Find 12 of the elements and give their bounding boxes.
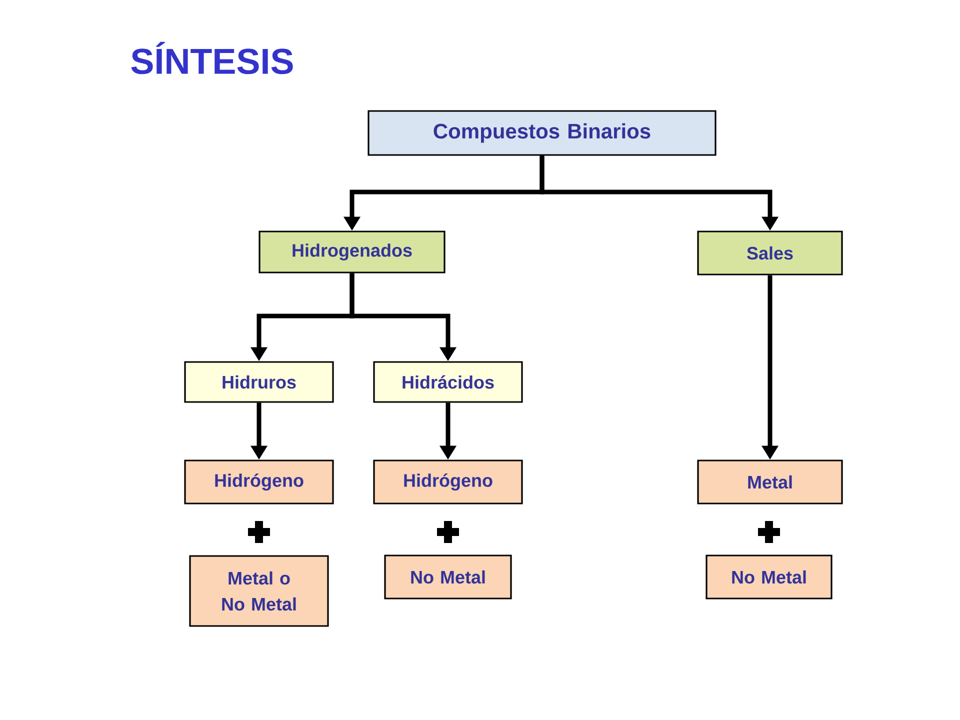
category-box: Hidrógeno [184,460,334,504]
category-box: Metal o No Metal [189,555,329,627]
category-box: No Metal [706,554,832,600]
category-box: Hidrácidos [373,361,523,403]
category-box: Compuestos Binarios [368,110,716,156]
category-box: Hidrógeno [373,460,523,504]
category-box: Hidrogenados [258,230,446,274]
title: SÍNTESIS [131,42,293,74]
category-box: Hidruros [184,361,334,403]
category-box: Metal [697,460,843,504]
category-box: No Metal [384,554,512,600]
category-box: Sales [697,230,843,276]
